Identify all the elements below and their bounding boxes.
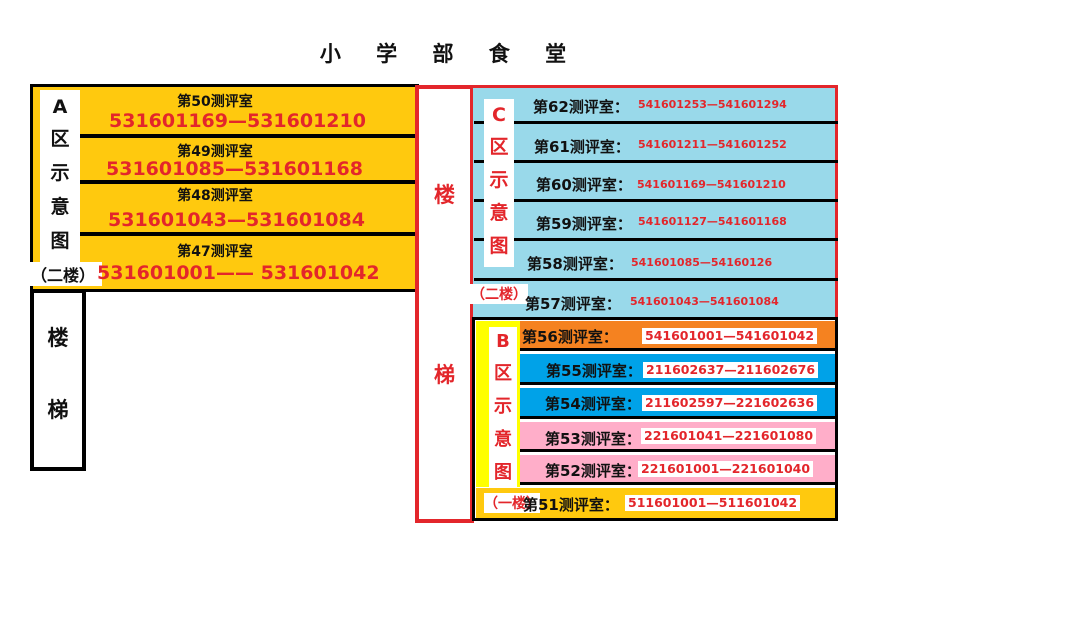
zone-a-room-range: 531601043—531601084 [108, 209, 365, 231]
zone-a-label-char: 图 [50, 230, 70, 252]
zone-b-room-name: 第55测评室： [546, 362, 642, 380]
zone-b-room-name: 第56测评室： [522, 328, 618, 346]
zone-b-room-name: 第52测评室： [545, 462, 641, 480]
stairs-left-char: 梯 [47, 398, 69, 422]
zone-a-room-name: 第50测评室 [177, 94, 253, 110]
zone-a-room-range: 531601085—531601168 [106, 158, 363, 180]
zone-b-room-range: 541601001—541601042 [642, 328, 818, 344]
zone-a-label-char: 区 [50, 128, 70, 150]
zone-c-room-range: 541601085—54160126 [631, 256, 773, 269]
page-title: 小 学 部 食 堂 [319, 42, 581, 66]
zone-b-room-range: 211602597—221602636 [642, 395, 818, 411]
zone-c-divider [474, 160, 838, 163]
zone-c-room-range: 541601211—541601252 [638, 138, 787, 151]
zone-b-room-range: 221601001—221601040 [638, 461, 814, 477]
zone-b-room-name: 第54测评室： [545, 395, 641, 413]
zone-a-label: A 区 示 意 图 [40, 90, 80, 286]
zone-c-room-name: 第61测评室： [534, 138, 630, 156]
zone-b-label: B 区 示 意 图 [489, 327, 517, 490]
zone-c-room-name: 第62测评室： [533, 98, 629, 116]
zone-b-floor: （一楼） [484, 493, 540, 513]
zone-c-room-range: 541601043—541601084 [630, 295, 779, 308]
zone-c-label: C 区 示 意 图 [484, 99, 514, 267]
zone-a-room-name: 第47测评室 [177, 244, 253, 260]
zone-a-floor: （二楼） [24, 262, 102, 286]
zone-a-label-char: 意 [50, 196, 70, 218]
zone-c-divider [474, 278, 838, 281]
stairs-center-char: 楼 [434, 183, 455, 207]
zone-a [30, 84, 419, 292]
zone-a-room-name: 第48测评室 [177, 188, 253, 204]
zone-c-room-range: 541601169—541601210 [637, 178, 786, 191]
zone-c-label-char: 示 [489, 169, 509, 191]
zone-c-label-char: C [492, 104, 506, 126]
stairs-center: 楼 梯 [415, 85, 474, 523]
zone-a-divider [80, 180, 419, 184]
zone-b-room: 第56测评室： 541601001—541601042 [520, 321, 835, 351]
zone-a-label-char: A [52, 96, 68, 118]
zone-c-room-name: 第58测评室： [527, 255, 623, 273]
zone-b-room: 第55测评室： 211602637—211602676 [520, 354, 835, 385]
zone-c-label-char: 区 [489, 136, 509, 158]
zone-b-label-char: 示 [494, 396, 512, 417]
zone-b-label-char: 区 [494, 363, 512, 384]
zone-a-room-range: 531601001—— 531601042 [97, 262, 380, 284]
zone-b-room-range: 221601041—221601080 [641, 428, 817, 444]
zone-c-room-name: 第59测评室： [536, 215, 632, 233]
zone-b [472, 317, 838, 521]
zone-c-room-range: 541601253—541601294 [638, 98, 787, 111]
stairs-left-char: 楼 [47, 326, 69, 350]
zone-c-label-char: 图 [489, 235, 509, 257]
zone-a-divider [80, 134, 419, 138]
zone-c-room-range: 541601127—541601168 [638, 215, 787, 228]
zone-c-label-char: 意 [489, 202, 509, 224]
zone-b-room-range: 511601001—511601042 [625, 495, 801, 511]
zone-b-label-char: B [496, 331, 510, 352]
zone-b-room: 第52测评室： 221601001—221601040 [520, 455, 835, 485]
zone-c-room-name: 第60测评室： [536, 176, 632, 194]
zone-b-room-last: （一楼） 第51测评室： 511601001—511601042 [476, 488, 835, 518]
zone-b-room-name: 第53测评室： [545, 430, 641, 448]
zone-b-label-char: 图 [494, 462, 512, 483]
zone-b-label-char: 意 [494, 429, 512, 450]
zone-a-label-char: 示 [50, 162, 70, 184]
zone-b-room-range: 211602637—211602676 [643, 362, 819, 378]
zone-b-room: 第54测评室： 211602597—221602636 [520, 388, 835, 419]
zone-a-divider [80, 232, 419, 236]
stairs-left: 楼 梯 [30, 289, 86, 471]
zone-b-room: 第53测评室： 221601041—221601080 [520, 422, 835, 452]
zone-c-room-name: 第57测评室： [525, 295, 621, 313]
zone-c-divider [474, 121, 838, 124]
stairs-center-char: 梯 [434, 363, 455, 387]
zone-c-divider [474, 238, 838, 241]
zone-b-room-name: 第51测评室： [523, 496, 619, 514]
zone-c-floor: （二楼） [470, 284, 528, 304]
zone-c-divider [474, 199, 838, 202]
zone-a-room-name: 第49测评室 [177, 144, 253, 160]
zone-a-room-range: 531601169—531601210 [109, 110, 366, 132]
